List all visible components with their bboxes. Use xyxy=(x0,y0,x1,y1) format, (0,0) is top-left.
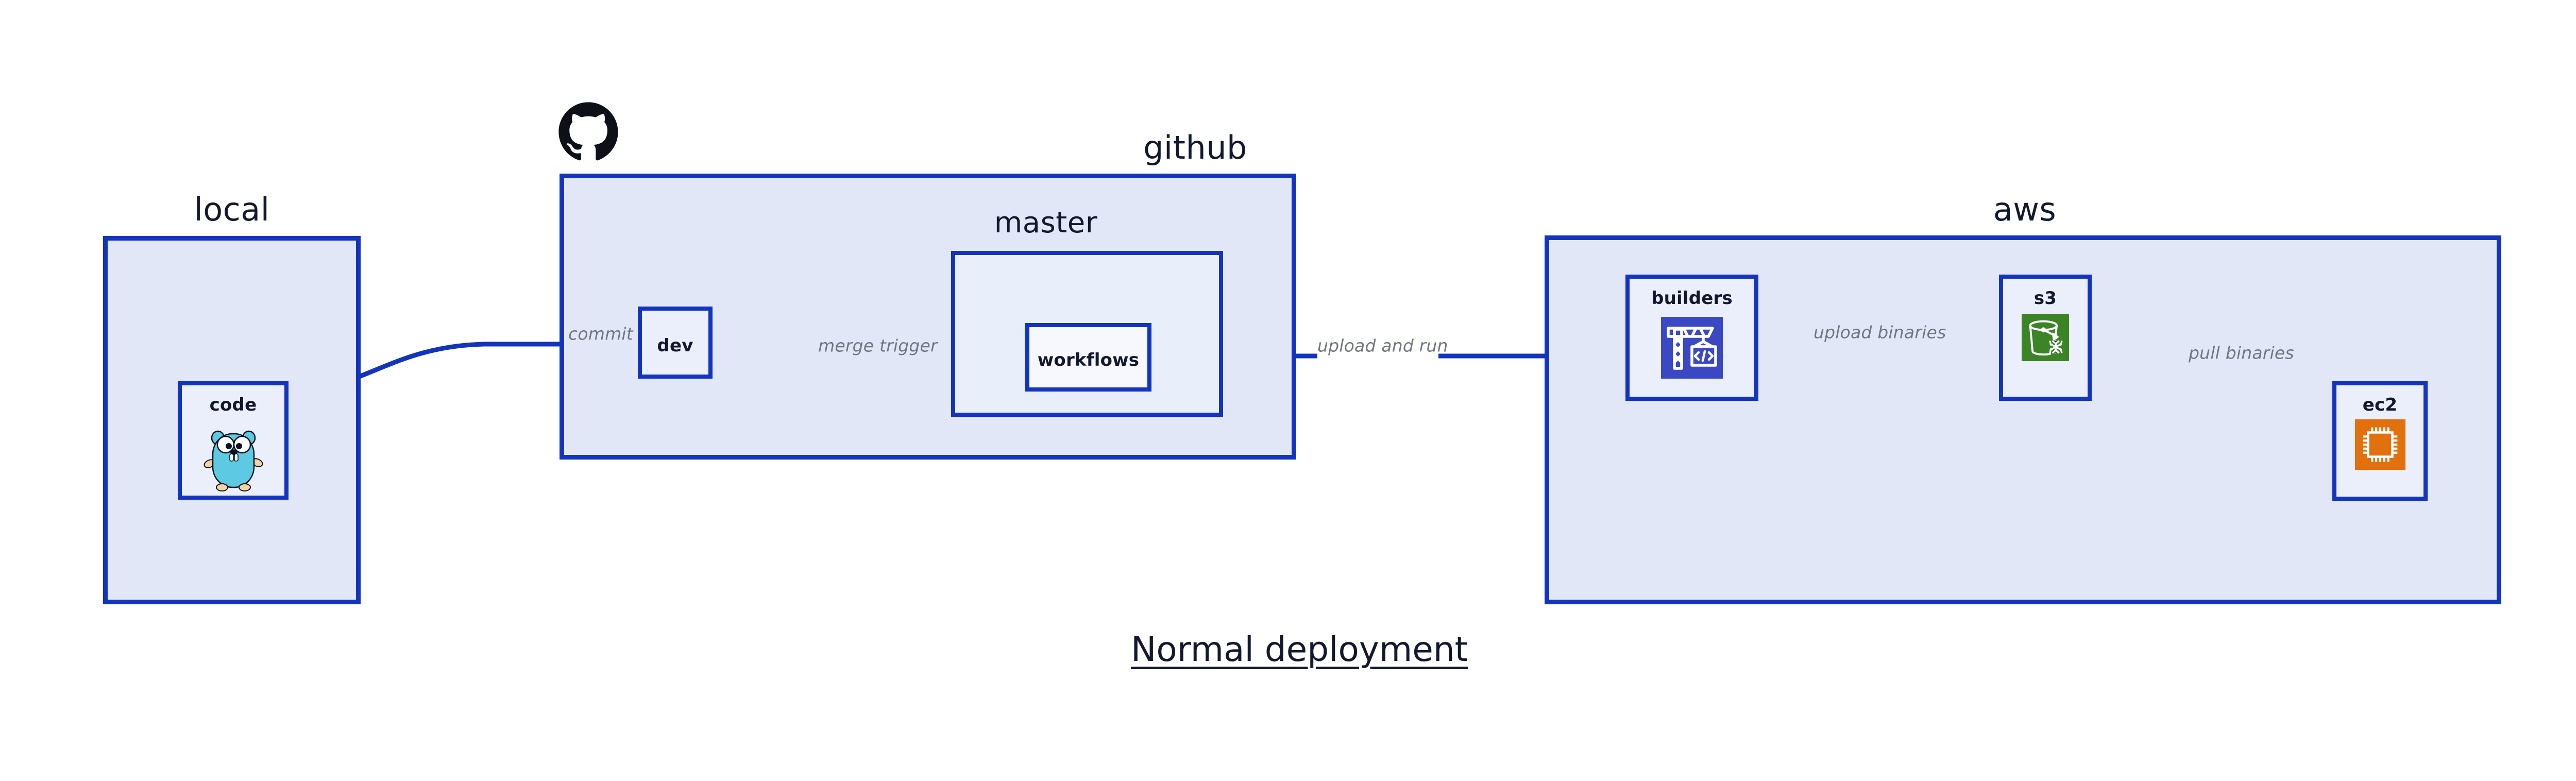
node-label-code: code xyxy=(209,395,257,415)
node-dev[interactable]: dev xyxy=(638,307,713,379)
aws-s3-glacier-bucket-icon xyxy=(2022,314,2069,361)
edge-label-commit: commit xyxy=(568,324,633,344)
node-label-builders: builders xyxy=(1651,288,1733,309)
zone-label-local: local xyxy=(194,191,270,228)
aws-codebuild-crane-icon xyxy=(1661,317,1723,379)
edge-label-upload-and-run: upload and run xyxy=(1317,335,1448,356)
aws-ec2-chip-icon xyxy=(2354,419,2405,470)
page-title: Normal deployment xyxy=(1131,630,1468,669)
node-ec2[interactable]: ec2 xyxy=(2332,381,2428,501)
node-label-s3: s3 xyxy=(2033,288,2057,309)
edge-label-pull-binaries: pull binaries xyxy=(2189,343,2294,363)
node-workflows[interactable]: workflows xyxy=(1025,323,1151,392)
node-label-ec2: ec2 xyxy=(2362,395,2398,415)
github-octocat-icon xyxy=(557,101,619,163)
zone-label-github: github xyxy=(1143,129,1247,166)
node-label-workflows: workflows xyxy=(1037,350,1140,370)
edge-label-merge-trigger: merge trigger xyxy=(818,335,938,356)
go-gopher-icon xyxy=(202,426,264,493)
edge-label-upload-binaries: upload binaries xyxy=(1814,322,1946,343)
subzone-label-master: master xyxy=(994,206,1098,240)
node-s3[interactable]: s3 xyxy=(1999,275,2092,401)
zone-label-aws: aws xyxy=(1993,191,2057,228)
node-builders[interactable]: builders xyxy=(1625,275,1758,401)
node-code[interactable]: code xyxy=(178,381,289,500)
node-label-dev: dev xyxy=(657,335,693,356)
